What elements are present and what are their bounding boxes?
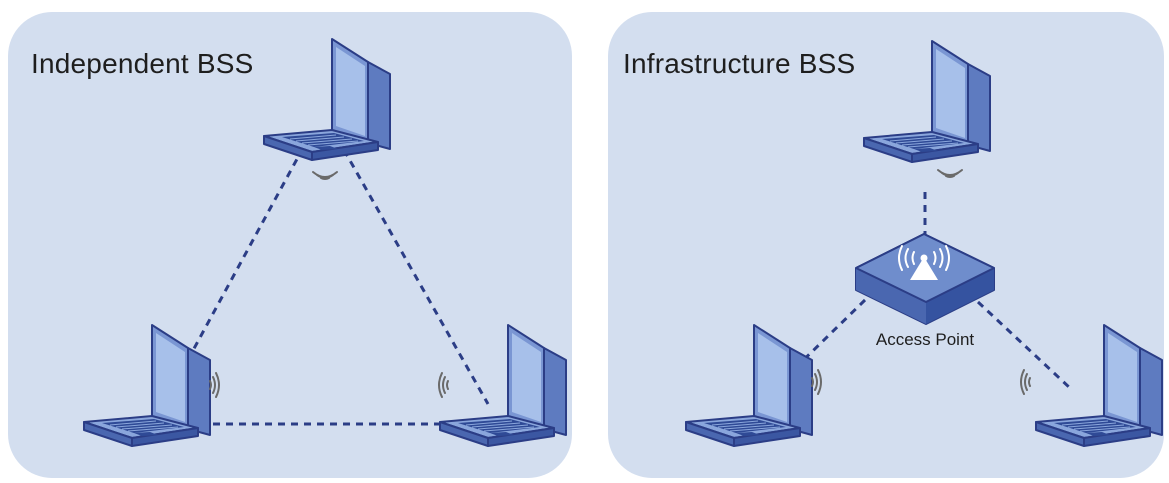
- access-point-label: Access Point: [875, 330, 975, 349]
- laptop-icon: [863, 40, 991, 163]
- laptop-icon: [439, 324, 567, 447]
- wifi-signal-icon: [312, 171, 338, 180]
- laptop-icon: [1035, 324, 1163, 447]
- link-top-right: [342, 149, 490, 405]
- wifi-signal-icon: [1020, 369, 1031, 395]
- infrastructure-bss-panel: [608, 12, 1164, 478]
- laptop-icon: [83, 324, 211, 447]
- link-top-left: [176, 147, 305, 379]
- laptop-icon: [263, 38, 391, 161]
- independent-bss-title: Independent BSS: [31, 48, 254, 79]
- wifi-signal-icon: [209, 372, 220, 398]
- link-ap-right: [976, 300, 1072, 390]
- wifi-signal-icon: [811, 369, 822, 395]
- independent-links: [176, 147, 490, 426]
- independent-bss-panel: [8, 12, 572, 478]
- infrastructure-bss-title: Infrastructure BSS: [623, 48, 856, 79]
- wifi-signal-icon: [438, 372, 449, 398]
- wifi-signal-icon: [937, 169, 963, 178]
- laptop-icon: [685, 324, 813, 447]
- access-point-icon: [855, 233, 995, 325]
